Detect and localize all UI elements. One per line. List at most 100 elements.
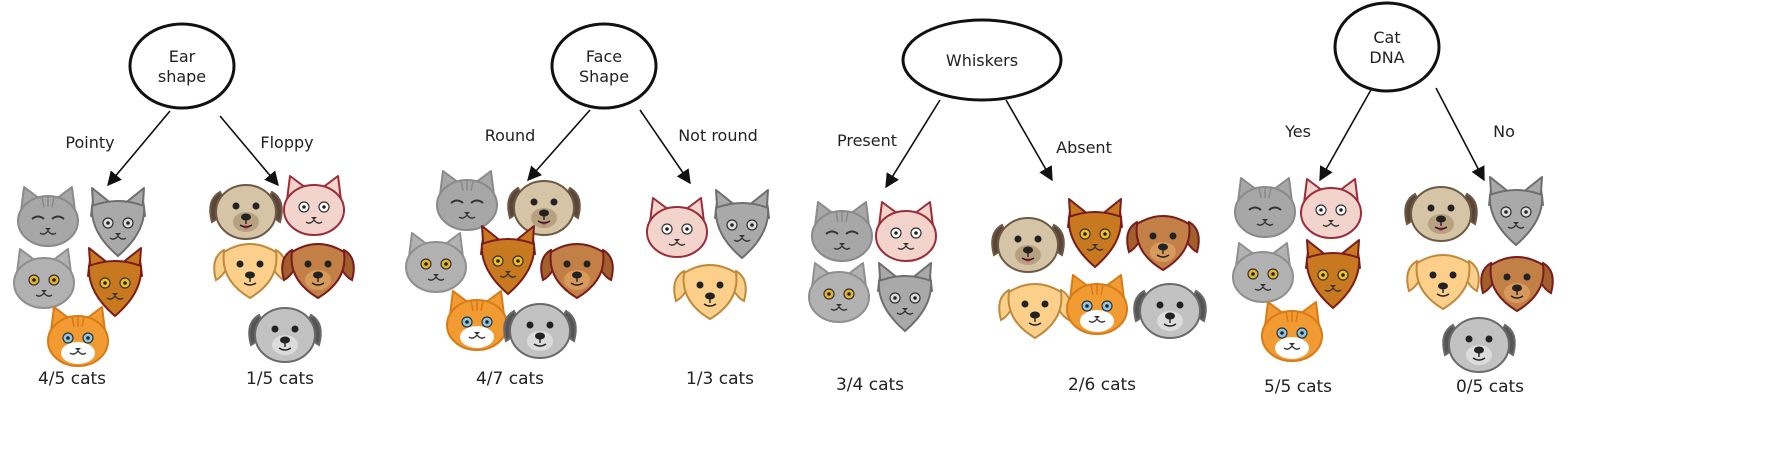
- feature-node-label: Shape: [579, 67, 629, 86]
- gray-tabby-cat-icon: [1234, 177, 1296, 238]
- pug-dog-icon: [991, 217, 1065, 273]
- pink-cat-icon: [875, 201, 937, 262]
- gray-tabby-cat-icon: [811, 201, 873, 262]
- branch-arrow: [1005, 99, 1053, 182]
- result-fraction: 0/5 cats: [1456, 377, 1524, 397]
- feature-node-label: DNA: [1369, 48, 1404, 67]
- pink-cat-icon: [1300, 178, 1362, 239]
- brown-dog-icon: [540, 243, 614, 300]
- gray-round-cat-icon: [1232, 242, 1294, 303]
- result-fraction: 1/3 cats: [686, 369, 754, 389]
- pug-dog-icon: [507, 180, 581, 236]
- orange-white-cat-icon: [1066, 274, 1128, 335]
- branch-left: Present 3/4 cats: [808, 99, 941, 395]
- branch-arrow: [1319, 87, 1373, 182]
- branch-right: Floppy 1/5 cats: [209, 115, 355, 389]
- feature-node-ellipse: [550, 22, 658, 110]
- feature-node-ellipse: [1333, 1, 1441, 93]
- branch-label: Absent: [1056, 138, 1112, 157]
- brown-dog-icon: [1480, 256, 1554, 313]
- pink-cat-icon: [646, 197, 708, 258]
- result-fraction: 4/5 cats: [38, 369, 106, 389]
- feature-node-ellipse: [128, 22, 236, 110]
- gray-dog-icon: [1442, 317, 1516, 373]
- yellow-dog-icon: [213, 243, 287, 300]
- result-fraction: 4/7 cats: [476, 369, 544, 389]
- yellow-dog-icon: [998, 283, 1072, 340]
- brown-dog-icon: [281, 243, 355, 300]
- yellow-dog-icon: [1406, 254, 1480, 311]
- branch-right: No 0/5 cats: [1404, 87, 1554, 397]
- branch-label: Floppy: [260, 133, 313, 152]
- branch-label: Yes: [1284, 122, 1311, 141]
- feature-node-ellipse: [901, 18, 1063, 102]
- gray-dog-icon: [1133, 283, 1207, 339]
- gray-dog-icon: [503, 303, 577, 359]
- animal-group: [808, 201, 937, 333]
- branch-label: No: [1493, 122, 1515, 141]
- animal-group: [13, 186, 146, 367]
- animal-group: [209, 175, 355, 363]
- brown-dog-icon: [1126, 215, 1200, 272]
- branch-label: Round: [485, 126, 536, 145]
- gray-wolf-cat-icon: [90, 187, 146, 258]
- branch-label: Not round: [678, 126, 758, 145]
- branch-label: Pointy: [65, 133, 114, 152]
- branch-arrow: [885, 99, 941, 189]
- branch-arrow: [639, 109, 691, 185]
- result-fraction: 2/6 cats: [1068, 375, 1136, 395]
- branch-label: Present: [837, 131, 897, 150]
- branch-right: Absent 2/6 cats: [991, 99, 1207, 395]
- result-fraction: 3/4 cats: [836, 375, 904, 395]
- orange-white-cat-icon: [1261, 301, 1323, 362]
- brown-cat-icon: [1067, 198, 1123, 269]
- gray-tabby-cat-icon: [17, 186, 79, 247]
- yellow-dog-icon: [673, 264, 747, 321]
- branch-right: Not round 1/3 cats: [639, 109, 770, 389]
- feature-node-label: Cat: [1373, 28, 1400, 47]
- gray-wolf-cat-icon: [714, 189, 770, 260]
- gray-wolf-cat-icon: [1488, 176, 1544, 247]
- gray-wolf-cat-icon: [877, 262, 933, 333]
- gray-tabby-cat-icon: [436, 170, 498, 231]
- pug-dog-icon: [209, 184, 283, 240]
- branch-left: Yes 5/5 cats: [1232, 87, 1373, 397]
- brown-cat-icon: [480, 225, 536, 296]
- gray-round-cat-icon: [808, 262, 870, 323]
- feature-node-label: Whiskers: [946, 51, 1018, 70]
- feature-node-label: shape: [158, 67, 206, 86]
- animal-group: [991, 198, 1207, 340]
- result-fraction: 1/5 cats: [246, 369, 314, 389]
- pink-cat-icon: [283, 175, 345, 236]
- feature-node-label: Face: [586, 47, 622, 66]
- feature-node-label: Ear: [169, 47, 196, 66]
- brown-cat-icon: [87, 247, 143, 318]
- animal-group: [405, 170, 614, 359]
- branch-left: Round 4/7 cats: [405, 109, 614, 389]
- brown-cat-icon: [1305, 239, 1361, 310]
- animal-group: [1404, 176, 1554, 373]
- branch-left: Pointy 4/5 cats: [13, 110, 171, 389]
- branch-arrow: [1435, 87, 1485, 182]
- branch-arrow: [527, 109, 591, 182]
- gray-dog-icon: [248, 307, 322, 363]
- feature-node: Whiskers: [901, 18, 1063, 102]
- orange-white-cat-icon: [446, 290, 508, 351]
- animal-group: [1232, 177, 1362, 362]
- branch-arrow: [107, 110, 171, 187]
- pug-dog-icon: [1404, 186, 1478, 242]
- branch-arrow: [219, 115, 279, 187]
- gray-round-cat-icon: [13, 248, 75, 309]
- gray-round-cat-icon: [405, 232, 467, 293]
- result-fraction: 5/5 cats: [1264, 377, 1332, 397]
- animal-group: [646, 189, 770, 321]
- orange-white-cat-icon: [47, 306, 109, 367]
